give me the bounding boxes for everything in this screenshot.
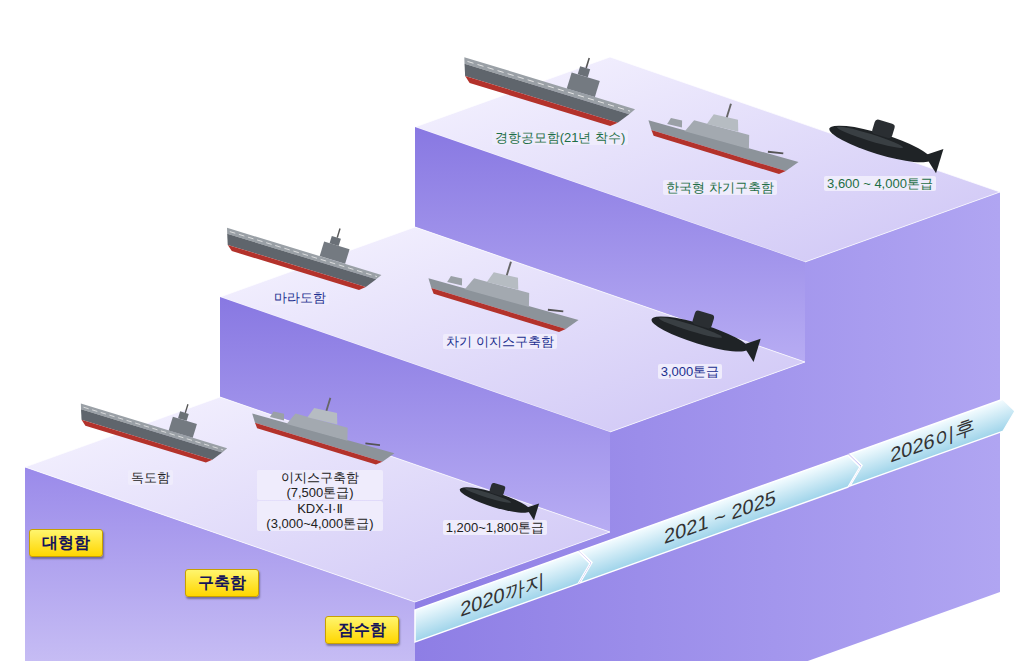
submarine-illustration — [648, 298, 763, 362]
ship-label: 차기 이지스구축함 — [443, 334, 557, 349]
ship-label: 3,600 ~ 4,000톤급 — [824, 176, 936, 191]
ship-label: KDX-Ⅰ·Ⅱ (3,000~4,000톤급) — [257, 501, 383, 531]
ship-label: 독도함 — [128, 470, 173, 485]
submarine-illustration — [826, 107, 946, 174]
ship-label: 한국형 차기구축함 — [663, 180, 777, 195]
node-text: 2026이후 — [890, 413, 975, 467]
ship-label: 마라도함 — [271, 290, 329, 305]
ship-illustration — [221, 197, 391, 295]
ship-illustration — [458, 23, 646, 131]
ship-label: 이지스구축함 (7,500톤급) — [257, 470, 383, 500]
node-text: 대형함 — [42, 533, 90, 553]
arrow-shape — [580, 451, 860, 583]
arrow-shape — [850, 395, 1015, 486]
timeline-arrow: 2026이후 — [850, 395, 1015, 486]
ship-illustration — [249, 377, 405, 468]
node-text: 잠수함 — [338, 620, 386, 640]
ship-illustration — [75, 374, 236, 467]
timeline-arrow: 2021 ~ 2025 — [580, 451, 860, 583]
timeline-arrow: 2020까지 — [415, 547, 590, 642]
ship-illustration — [645, 82, 810, 178]
category-tag: 구축함 — [185, 569, 259, 597]
ship-label: 1,200~1,800톤급 — [443, 520, 548, 535]
category-tag: 잠수함 — [325, 616, 399, 644]
ship-label: 3,000톤급 — [658, 364, 723, 379]
node-text: 2020까지 — [460, 568, 545, 622]
node-text: 구축함 — [198, 573, 246, 593]
submarine-illustration — [457, 474, 541, 520]
category-tag: 대형함 — [29, 529, 103, 557]
arrow-shape — [415, 547, 590, 642]
ship-illustration — [425, 240, 590, 336]
ship-label: 경항공모함(21년 착수) — [492, 130, 629, 145]
